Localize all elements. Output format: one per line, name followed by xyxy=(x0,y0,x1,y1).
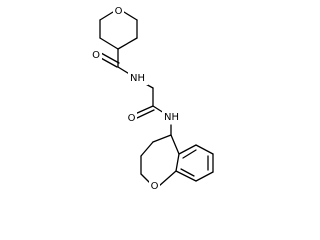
aromatic-inner-bond xyxy=(182,149,197,159)
bond xyxy=(175,170,197,182)
bond xyxy=(123,11,138,21)
bond xyxy=(140,173,151,184)
bond xyxy=(178,144,197,155)
double-bond xyxy=(136,109,155,119)
bond xyxy=(152,134,172,143)
bond xyxy=(140,141,154,157)
bond xyxy=(99,37,119,50)
benzoxepine-ring xyxy=(140,134,180,187)
bond xyxy=(117,37,138,50)
bond xyxy=(175,153,180,172)
atom-labels: O O NH O NH O xyxy=(91,5,182,193)
ring-oxygen-bottom-label: O xyxy=(151,181,159,192)
bond xyxy=(170,134,180,155)
carbonyl-oxygen-mid-label: O xyxy=(128,113,136,124)
bond xyxy=(195,144,214,155)
bond xyxy=(158,170,177,187)
amide-nh-top-label: NH xyxy=(130,73,145,84)
double-bond xyxy=(134,105,154,115)
bond xyxy=(99,11,114,21)
aromatic-inner-bond xyxy=(180,168,195,177)
molecule-diagram: O O NH O NH O xyxy=(91,5,214,193)
amide-nh-mid-label: NH xyxy=(164,112,179,123)
ring-oxygen-top-label: O xyxy=(115,6,123,17)
carbonyl-oxygen-top-label: O xyxy=(92,50,100,61)
benzene-ring xyxy=(175,144,214,182)
double-bond xyxy=(100,52,120,64)
tetrahydropyran-ring xyxy=(99,11,138,50)
bond xyxy=(195,171,214,182)
